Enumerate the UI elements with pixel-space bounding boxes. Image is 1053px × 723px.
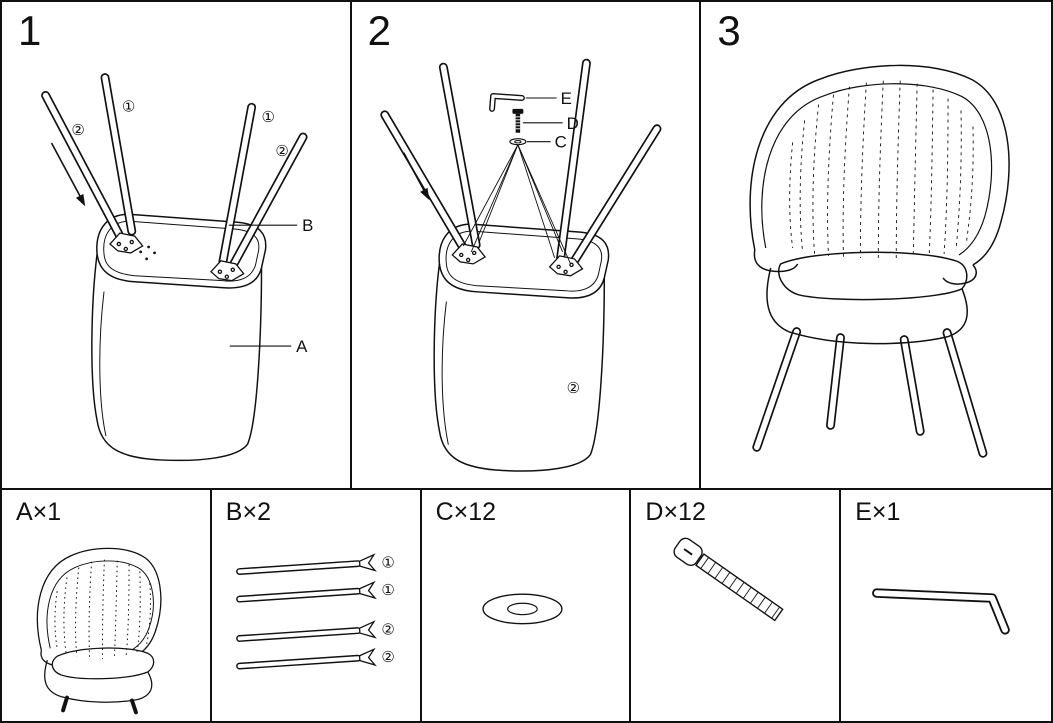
- bolt-part: [673, 537, 785, 622]
- leg-tag-outer-left: ②: [71, 123, 84, 139]
- part-d-cell: D×12: [631, 490, 842, 721]
- step-2-number: 2: [367, 7, 392, 54]
- part-ref-A: A: [296, 337, 308, 356]
- step-1-panel: 1: [2, 2, 352, 488]
- leg-tag-inner-left: ①: [122, 99, 135, 115]
- mounting-plates: [451, 243, 584, 277]
- leg-tag-1: ①: [381, 556, 394, 572]
- screw-hole-dots: [139, 245, 156, 261]
- leg-tag-3: ②: [381, 623, 394, 639]
- step-3-number: 3: [717, 7, 741, 54]
- mounting-plates: [109, 232, 245, 282]
- leg-tag-2: ①: [381, 583, 394, 599]
- allen-key-drawing: [488, 93, 525, 112]
- chair-shell-drawing: [749, 64, 1011, 345]
- step-2-diagram: E D C ②: [379, 58, 662, 472]
- washer-part: [481, 593, 563, 625]
- seat-cushion-drawing: [778, 251, 968, 301]
- part-c-label: C×12: [435, 498, 497, 526]
- steps-row: 1: [2, 2, 1051, 490]
- part-e-cell: E×1: [841, 490, 1051, 721]
- insert-arrow: [402, 152, 430, 201]
- part-b-cell: B×2 ① ① ② ②: [212, 490, 422, 721]
- part-ref-E: E: [560, 89, 571, 108]
- part-d-label: D×12: [645, 498, 706, 526]
- part-a-cell: A×1: [2, 490, 212, 721]
- legs-drawing: [379, 58, 662, 269]
- step-1-diagram: ② ① ① ② B A: [41, 73, 313, 462]
- part-a-drawing: [36, 547, 162, 715]
- seat-orientation-note: ②: [566, 381, 579, 397]
- part-e-drawing: [872, 588, 1010, 635]
- insert-arrow: [50, 142, 86, 207]
- leg-tag-outer-right: ②: [275, 144, 288, 160]
- part-d-drawing: [673, 537, 785, 622]
- allen-key-part: [872, 588, 1010, 635]
- bolt-drawing: [512, 108, 524, 133]
- washer-drawing: [509, 138, 527, 146]
- screw-guide-lines: [462, 144, 571, 265]
- part-ref-C: C: [554, 133, 566, 152]
- step-3-diagram: [749, 64, 1011, 458]
- parts-row: A×1: [2, 490, 1051, 721]
- seat-shell-drawing: [433, 223, 609, 472]
- part-ref-B: B: [302, 216, 313, 235]
- step-3-panel: 3: [701, 2, 1051, 488]
- part-ref-D: D: [566, 114, 578, 133]
- chair-legs-drawing: [752, 327, 988, 458]
- legs-drawing: [41, 73, 308, 271]
- part-a-label: A×1: [16, 498, 62, 526]
- part-c-cell: C×12: [422, 490, 632, 721]
- leg-bracket-tips: [358, 553, 377, 667]
- leg-tag-4: ②: [381, 650, 394, 666]
- stitching-texture: [789, 80, 974, 259]
- part-b-label: B×2: [225, 498, 271, 526]
- part-c-drawing: [481, 593, 563, 625]
- part-e-label: E×1: [855, 498, 901, 526]
- step-1-number: 1: [18, 7, 42, 54]
- leg-parts: [235, 560, 361, 670]
- step-2-panel: 2: [352, 2, 702, 488]
- part-b-drawing: ① ① ② ②: [235, 553, 394, 670]
- leg-tag-inner-right: ①: [262, 110, 275, 126]
